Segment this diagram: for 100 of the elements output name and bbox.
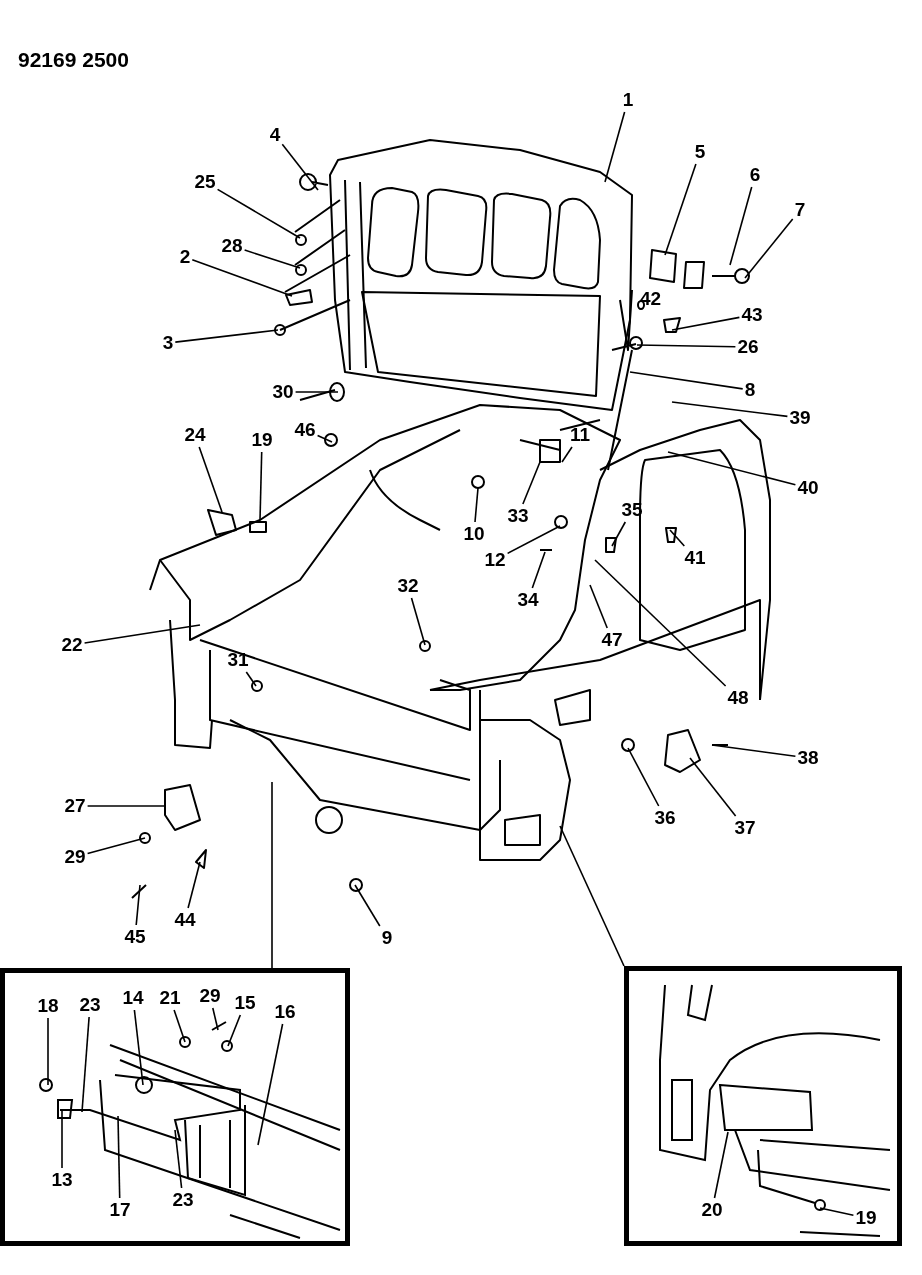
leader-line bbox=[86, 837, 146, 855]
callout-number: 39 bbox=[789, 408, 811, 428]
leader-line bbox=[117, 1115, 121, 1199]
callout-number: 2 bbox=[179, 247, 191, 267]
callout-number: 11 bbox=[569, 425, 591, 445]
callout-number: 30 bbox=[272, 382, 294, 402]
callout-number: 26 bbox=[737, 337, 759, 357]
leader-line bbox=[187, 861, 201, 909]
callout-number: 42 bbox=[640, 288, 662, 310]
callout-number: 44 bbox=[174, 910, 196, 930]
callout-number: 19 bbox=[251, 430, 273, 450]
leader-line bbox=[174, 1129, 183, 1189]
leader-line bbox=[133, 1009, 144, 1086]
leader-line bbox=[271, 781, 273, 969]
callout-number: 24 bbox=[184, 425, 206, 445]
leader-line bbox=[819, 1207, 855, 1217]
leader-line bbox=[227, 1014, 242, 1047]
leader-line bbox=[713, 1131, 729, 1199]
callout-number: 4 bbox=[269, 125, 281, 145]
leader-line bbox=[744, 218, 794, 279]
leader-line bbox=[561, 446, 573, 463]
leader-line bbox=[61, 1109, 63, 1169]
callout-number: 23 bbox=[172, 1190, 194, 1210]
detail-inset-frame bbox=[0, 968, 350, 1246]
callout-number: 17 bbox=[109, 1200, 131, 1220]
leader-line bbox=[506, 525, 561, 555]
leader-line bbox=[474, 487, 479, 523]
leader-line bbox=[216, 188, 301, 239]
leader-line bbox=[689, 757, 737, 817]
leader-line bbox=[589, 584, 608, 629]
leader-line bbox=[81, 1016, 90, 1113]
callout-number: 34 bbox=[517, 590, 539, 610]
leader-line bbox=[316, 434, 333, 443]
callout-number: 28 bbox=[221, 236, 243, 256]
leader-line bbox=[212, 1007, 219, 1031]
callout-number: 10 bbox=[463, 524, 485, 544]
callout-number: 6 bbox=[749, 165, 761, 185]
leader-line bbox=[174, 329, 279, 343]
leader-line bbox=[604, 111, 626, 183]
callout-number: 7 bbox=[794, 200, 806, 220]
leader-line bbox=[522, 461, 541, 505]
callout-number: 25 bbox=[194, 172, 216, 192]
leader-line bbox=[47, 1017, 49, 1086]
leader-line bbox=[594, 559, 727, 687]
leader-line bbox=[667, 451, 797, 486]
leader-line bbox=[531, 551, 546, 589]
leader-line bbox=[729, 186, 753, 266]
leader-line bbox=[198, 446, 223, 513]
leader-line bbox=[671, 401, 789, 418]
callout-number: 41 bbox=[684, 548, 706, 568]
callout-number: 15 bbox=[234, 993, 256, 1013]
drawing-number: 92169 2500 bbox=[18, 48, 129, 72]
callout-number: 23 bbox=[79, 995, 101, 1015]
callout-number: 21 bbox=[159, 988, 181, 1008]
callout-number: 33 bbox=[507, 506, 529, 526]
callout-number: 36 bbox=[654, 808, 676, 828]
leader-line bbox=[664, 163, 697, 256]
callout-number: 22 bbox=[61, 635, 83, 655]
leader-line bbox=[629, 371, 744, 390]
callout-number: 1 bbox=[622, 90, 634, 110]
callout-number: 38 bbox=[797, 748, 819, 768]
callout-number: 20 bbox=[701, 1200, 723, 1220]
callout-number: 48 bbox=[727, 688, 749, 708]
callout-number: 13 bbox=[51, 1170, 73, 1190]
leader-line bbox=[86, 805, 166, 807]
leader-line bbox=[559, 825, 625, 967]
callout-number: 8 bbox=[744, 380, 756, 400]
leader-line bbox=[354, 884, 381, 927]
callout-number: 18 bbox=[37, 996, 59, 1016]
callout-number: 45 bbox=[124, 927, 146, 947]
leader-line bbox=[173, 1009, 186, 1043]
callout-number: 16 bbox=[274, 1002, 296, 1022]
callout-number: 47 bbox=[601, 630, 623, 650]
callout-number: 3 bbox=[162, 333, 174, 353]
leader-line bbox=[671, 316, 741, 331]
callout-number: 19 bbox=[855, 1208, 877, 1228]
callout-number: 31 bbox=[227, 650, 249, 670]
leader-line bbox=[245, 671, 257, 687]
callout-number: 27 bbox=[64, 796, 86, 816]
callout-number: 32 bbox=[397, 576, 419, 596]
leader-line bbox=[711, 744, 797, 758]
leader-line bbox=[611, 521, 627, 547]
callout-number: 43 bbox=[741, 305, 763, 325]
leader-line bbox=[281, 143, 319, 191]
leader-line bbox=[669, 529, 686, 547]
leader-line bbox=[83, 624, 201, 644]
callout-number: 37 bbox=[734, 818, 756, 838]
leader-line bbox=[243, 249, 301, 269]
leader-line bbox=[135, 884, 141, 926]
callout-number: 12 bbox=[484, 550, 506, 570]
callout-number: 14 bbox=[122, 988, 144, 1008]
callout-number: 9 bbox=[381, 928, 393, 948]
callout-number: 40 bbox=[797, 478, 819, 498]
leader-line bbox=[191, 258, 293, 297]
callout-number: 46 bbox=[294, 420, 316, 440]
leader-line bbox=[410, 597, 426, 646]
leader-line bbox=[294, 391, 339, 393]
callout-number: 29 bbox=[199, 986, 221, 1006]
callout-number: 5 bbox=[694, 142, 706, 162]
leader-line bbox=[257, 1023, 284, 1146]
